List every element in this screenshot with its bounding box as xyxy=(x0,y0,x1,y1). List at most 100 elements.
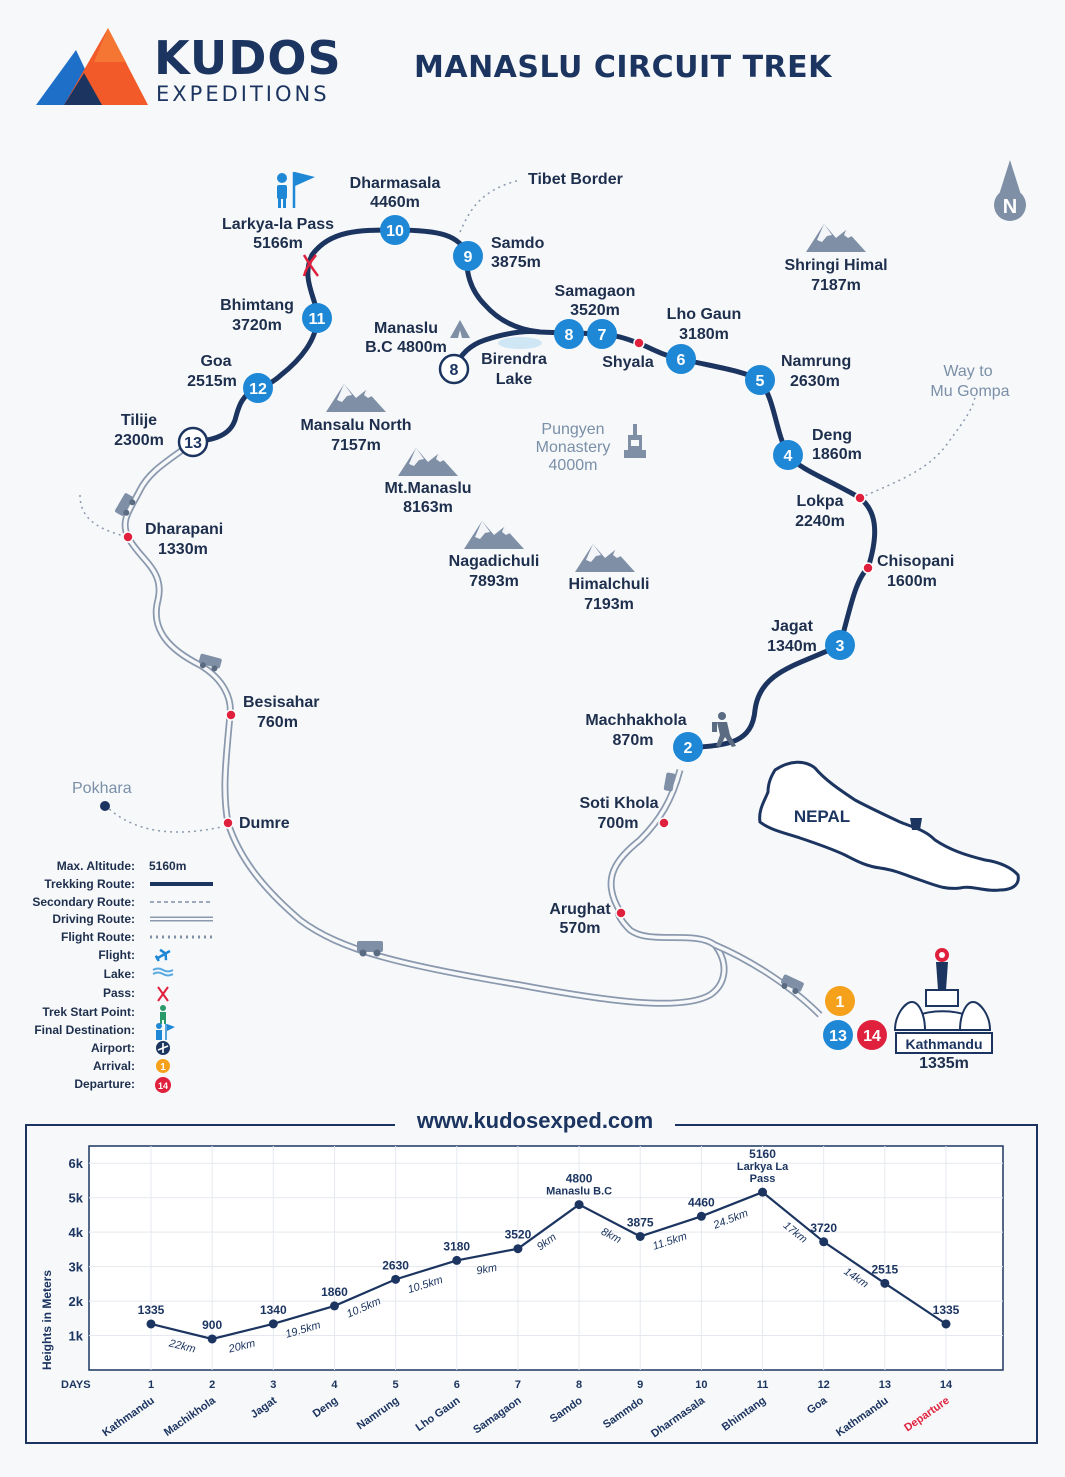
elevation-point xyxy=(758,1187,768,1197)
svg-text:13: 13 xyxy=(829,1028,847,1045)
legend-flight: Flight: xyxy=(98,948,135,962)
svg-text:10: 10 xyxy=(386,223,404,240)
brand-name: KUDOS xyxy=(154,31,342,85)
shringi-alt: 7187m xyxy=(811,277,861,294)
day-number-label: 13 xyxy=(879,1379,891,1391)
mu-gompa-line1: Way to xyxy=(943,363,992,380)
soti-khola-dot xyxy=(658,817,670,829)
logo-mountain-icon xyxy=(36,28,148,105)
pungyen-alt: 4000m xyxy=(549,457,598,474)
driving-route xyxy=(121,439,823,1018)
legend-driving-route: Driving Route: xyxy=(52,912,135,926)
pungyen-line2: Monastery xyxy=(536,439,611,456)
pokhara-airport-dot xyxy=(100,801,110,811)
chisopani-dot xyxy=(862,562,874,574)
elevation-point xyxy=(452,1255,462,1265)
day-marker-13-outline: 13 xyxy=(177,426,209,458)
tilije-alt: 2300m xyxy=(114,432,164,449)
legend-pass: Pass: xyxy=(102,986,135,1000)
day-number-label: 14 xyxy=(940,1379,953,1391)
website-label: www.kudosexped.com xyxy=(395,1108,675,1134)
point-value-label: 5160 xyxy=(749,1147,776,1161)
day-place-label: Lho Gaun xyxy=(414,1394,463,1433)
soti-khola-alt: 700m xyxy=(598,815,639,832)
dharmasala-name: Dharmasala xyxy=(350,175,441,192)
logo: KUDOS EXPEDITIONS xyxy=(36,28,341,108)
y-tick-label: 5k xyxy=(69,1191,84,1206)
arrival-marker-1: 1 xyxy=(825,986,855,1016)
birendra-lake-icon xyxy=(498,337,542,349)
namrung-name: Namrung xyxy=(781,353,851,370)
point-value-label: 3520 xyxy=(505,1228,532,1242)
elevation-point xyxy=(880,1278,890,1288)
jagat-name: Jagat xyxy=(771,618,813,635)
day-marker-8: 8 xyxy=(554,319,584,349)
point-value-label: 2515 xyxy=(871,1262,898,1276)
arughat-name: Arughat xyxy=(549,901,611,918)
point-value-label: 1860 xyxy=(321,1285,348,1299)
svg-text:6: 6 xyxy=(677,352,686,369)
monastery-icon xyxy=(624,424,646,458)
elevation-point xyxy=(146,1319,156,1329)
point-value-label: 2630 xyxy=(382,1258,409,1272)
svg-text:12: 12 xyxy=(249,381,267,398)
goa-name: Goa xyxy=(200,353,231,370)
day-place-label: Deng xyxy=(311,1395,340,1421)
nagadichuli-alt: 7893m xyxy=(469,573,519,590)
day-marker-8-outline: 8 xyxy=(438,353,470,385)
dharmasala-alt: 4460m xyxy=(370,194,420,211)
svg-text:7: 7 xyxy=(598,327,607,344)
tibet-border-label: Tibet Border xyxy=(528,171,623,188)
mt-manaslu-alt: 8163m xyxy=(403,499,453,516)
day-place-label: Sammdo xyxy=(601,1394,646,1431)
day-number-label: 6 xyxy=(454,1379,460,1391)
day-marker-3: 3 xyxy=(825,630,855,660)
legend-max-altitude-value: 5160m xyxy=(149,859,187,873)
lokpa-dot xyxy=(854,492,866,504)
svg-text:1: 1 xyxy=(160,1062,166,1073)
manaslu-bc-alt: B.C 4800m xyxy=(365,339,447,356)
day-place-label: Goa xyxy=(805,1394,830,1417)
y-tick-label: 1k xyxy=(69,1329,84,1344)
nagadichuli-name: Nagadichuli xyxy=(449,553,540,570)
trek-start-hiker-icon xyxy=(712,712,736,747)
machhakhola-alt: 870m xyxy=(613,732,654,749)
waypoint-dots xyxy=(122,337,874,919)
shyala-dot xyxy=(633,337,645,349)
shringi-himal-mountain-icon xyxy=(806,224,866,252)
dharapani-name: Dharapani xyxy=(145,521,223,538)
day-marker-7: 7 xyxy=(587,319,617,349)
shringi-name: Shringi Himal xyxy=(784,257,887,274)
nepal-label: NEPAL xyxy=(794,807,850,826)
day-marker-13: 13 xyxy=(823,1020,853,1050)
legend-lake-icon xyxy=(152,967,174,977)
arughat-dot xyxy=(615,907,627,919)
point-value-label: 4460 xyxy=(688,1195,715,1209)
elevation-point xyxy=(207,1334,217,1344)
secondary-route xyxy=(79,179,976,833)
besisahar-dot xyxy=(225,709,237,721)
legend-trekking-route: Trekking Route: xyxy=(44,877,135,891)
svg-text:14: 14 xyxy=(863,1028,881,1045)
svg-text:9: 9 xyxy=(464,249,473,266)
day-place-label: Bhimtang xyxy=(720,1395,768,1434)
point-value-label: 3720 xyxy=(810,1221,837,1235)
mansalu-north-name: Mansalu North xyxy=(300,417,411,434)
legend: Max. Altitude: 5160m Trekking Route: Sec… xyxy=(0,856,220,1096)
deng-name: Deng xyxy=(812,427,852,444)
deng-alt: 1860m xyxy=(812,446,862,463)
larkya-name: Larkya-la Pass xyxy=(222,216,334,233)
distance-label: 9km xyxy=(475,1262,498,1278)
mansalu-north-alt: 7157m xyxy=(331,437,381,454)
y-axis-label: Heights in Meters xyxy=(40,1270,54,1370)
elevation-point xyxy=(635,1231,645,1241)
legend-pass-icon xyxy=(157,986,169,1002)
day-number-label: 9 xyxy=(637,1379,643,1391)
svg-text:3: 3 xyxy=(836,638,845,655)
north-compass-icon: N xyxy=(994,160,1026,221)
jeep-icon xyxy=(663,772,676,792)
svg-text:2: 2 xyxy=(684,740,693,757)
himalchuli-mountain-icon xyxy=(575,544,635,572)
day-number-label: 4 xyxy=(331,1379,338,1391)
